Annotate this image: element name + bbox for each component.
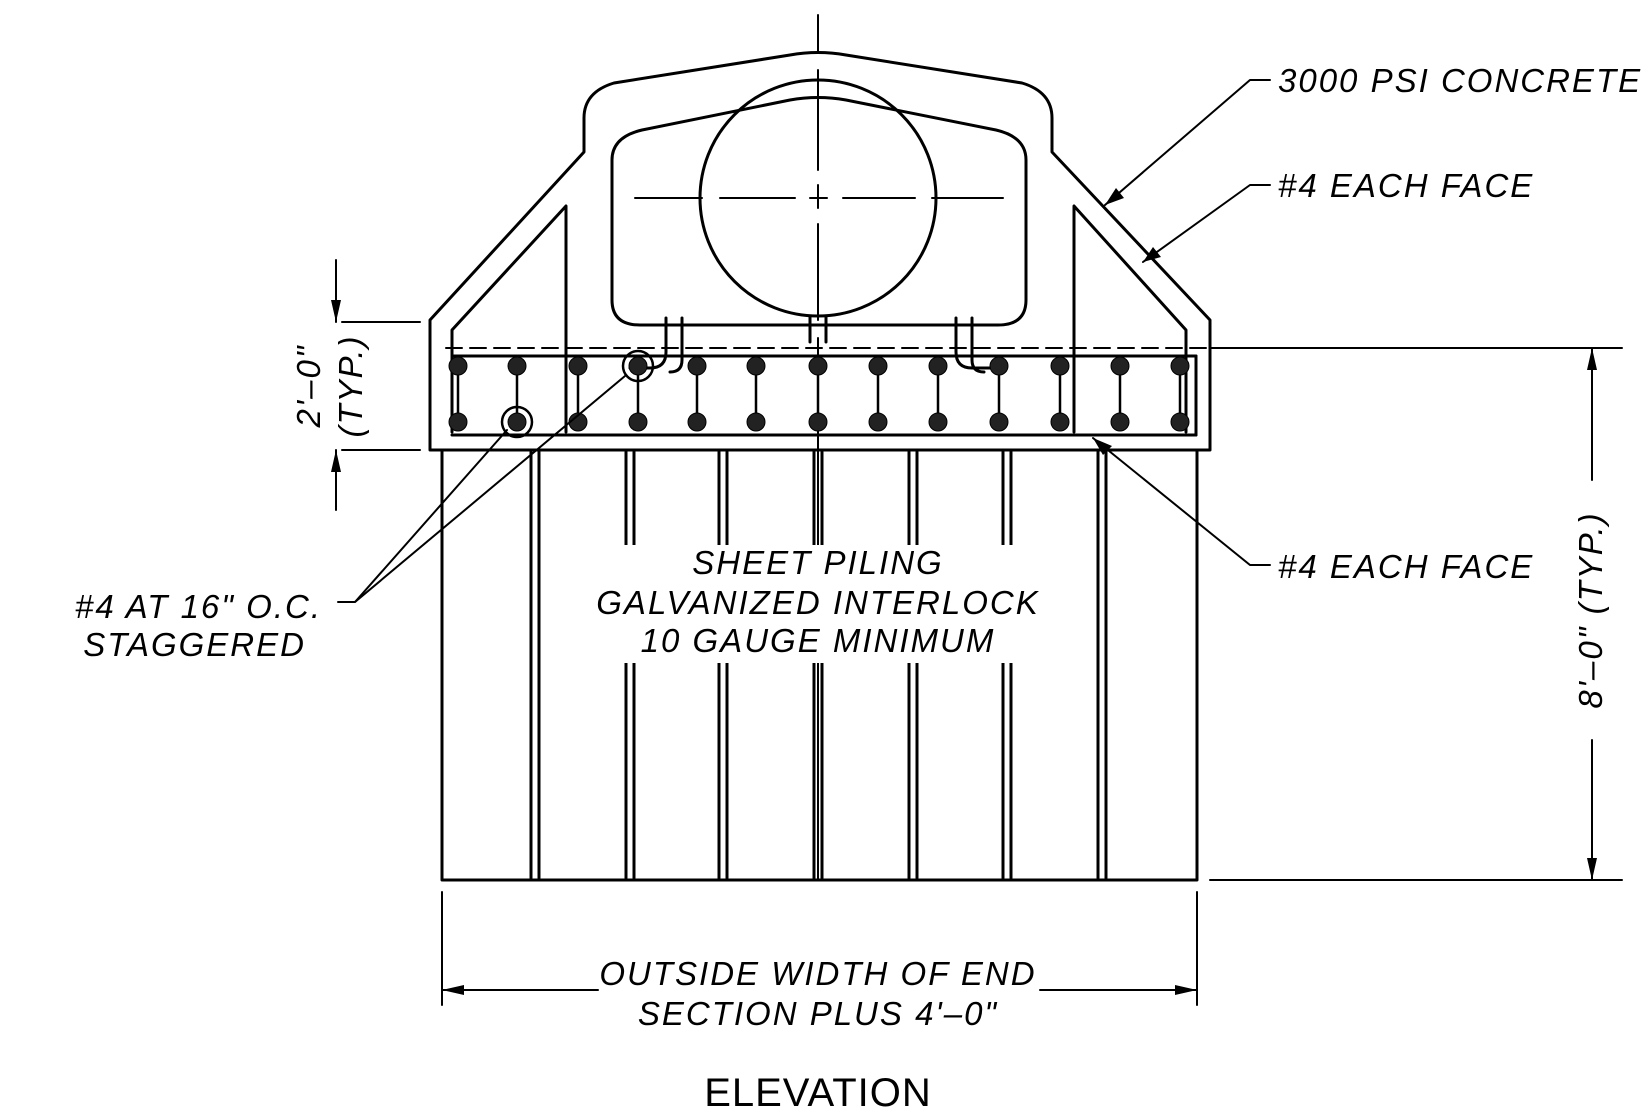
rebar-bar [448, 412, 468, 432]
rebar-bar [687, 412, 707, 432]
label-piling-2: GALVANIZED INTERLOCK [596, 584, 1039, 621]
label-piling-3: 10 GAUGE MINIMUM [641, 622, 996, 659]
rebar-bar [687, 356, 707, 376]
hook-right [954, 316, 992, 370]
pipe-circle [698, 78, 938, 318]
concrete-outline [428, 51, 1212, 452]
left-wing-bar [450, 204, 568, 434]
rebar-bar [868, 356, 888, 376]
sheet-piling [440, 448, 1199, 882]
staggered-bar-top-ring [621, 349, 655, 383]
label-piling-1: SHEET PILING [692, 544, 943, 581]
dimension-width [441, 891, 1198, 1006]
rebar-bar [628, 412, 648, 432]
label-staggered: STAGGERED [83, 626, 306, 663]
rebar-bar [628, 356, 648, 376]
rebar-bar [507, 356, 527, 376]
label-dim-depth: 8'–0" (TYP.) [1572, 511, 1609, 708]
rebar-bar [507, 412, 527, 432]
drawing-title: ELEVATION [704, 1071, 932, 1115]
rebar-bar [868, 412, 888, 432]
rebar-bar [1170, 412, 1190, 432]
rebar-bar [1050, 412, 1070, 432]
label-concrete: 3000 PSI CONCRETE [1278, 62, 1642, 99]
leader-lines [337, 79, 1271, 603]
rebar-bar [448, 356, 468, 376]
right-wing-bar [1072, 204, 1188, 434]
dimension-pile-depth [1209, 347, 1623, 881]
rebar-bar [928, 412, 948, 432]
rebar-bar [746, 356, 766, 376]
label-width-2: SECTION PLUS 4'–0" [638, 995, 998, 1032]
label-rebar-face-top: #4 EACH FACE [1278, 167, 1534, 204]
rebar-bar [568, 356, 588, 376]
dimension-cap-depth [331, 259, 421, 511]
label-rebar-spacing: #4 AT 16" O.C. [75, 588, 322, 625]
rebar-bar [1110, 412, 1130, 432]
rebar-bar [746, 412, 766, 432]
staggered-bar-bottom-ring [500, 405, 534, 439]
rebar-bar [1110, 356, 1130, 376]
hook-left [628, 316, 668, 370]
rebar-grid [448, 356, 1190, 432]
rebar-bar [1050, 356, 1070, 376]
label-dim-cap-note: (TYP.) [332, 334, 369, 437]
rebar-bar [989, 412, 1009, 432]
centerline [634, 14, 1004, 881]
rebar-bar [808, 356, 828, 376]
rebar-bar [808, 412, 828, 432]
piling-interlocks [529, 450, 1108, 880]
rebar-bar [928, 356, 948, 376]
headwall-inner [610, 96, 1028, 327]
label-dim-cap: 2'–0" [290, 344, 327, 428]
rebar-bar [989, 356, 1009, 376]
hook-left-2 [668, 316, 684, 374]
label-rebar-face-bottom: #4 EACH FACE [1278, 548, 1534, 585]
label-width-1: OUTSIDE WIDTH OF END [599, 955, 1036, 992]
rebar-bar [1170, 356, 1190, 376]
hook-right-2 [970, 316, 986, 374]
